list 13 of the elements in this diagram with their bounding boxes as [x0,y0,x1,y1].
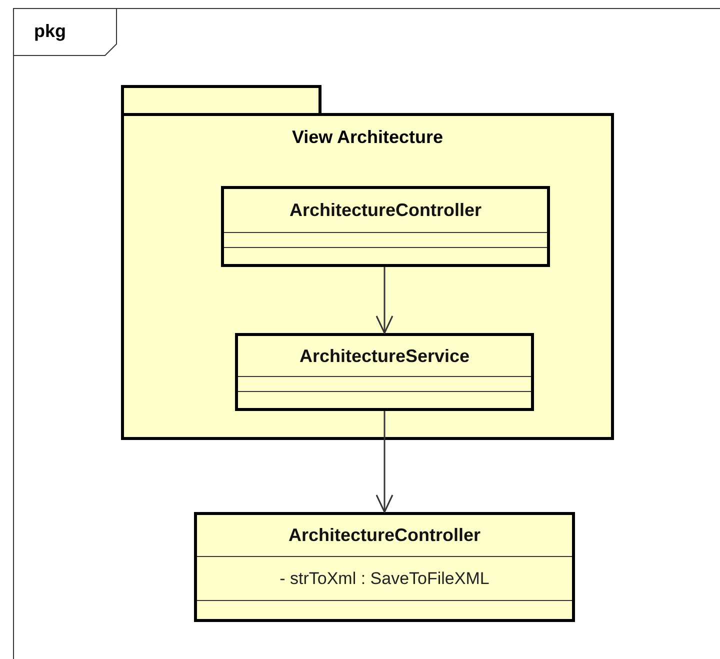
package-folder [121,85,614,440]
dependency-arrow [376,267,394,334]
class-attribute: - strToXml : SaveToFileXML [280,568,490,588]
class-name: ArchitectureService [299,346,470,366]
class-name: ArchitectureController [288,525,481,546]
dependency-arrow [376,411,394,513]
package-name: View Architecture [290,127,444,148]
class-name: ArchitectureController [289,200,482,221]
frame-label: pkg [34,21,66,42]
class-box [221,186,550,267]
class-box [194,512,575,622]
class-box [235,333,534,411]
diagram-frame [13,8,720,659]
